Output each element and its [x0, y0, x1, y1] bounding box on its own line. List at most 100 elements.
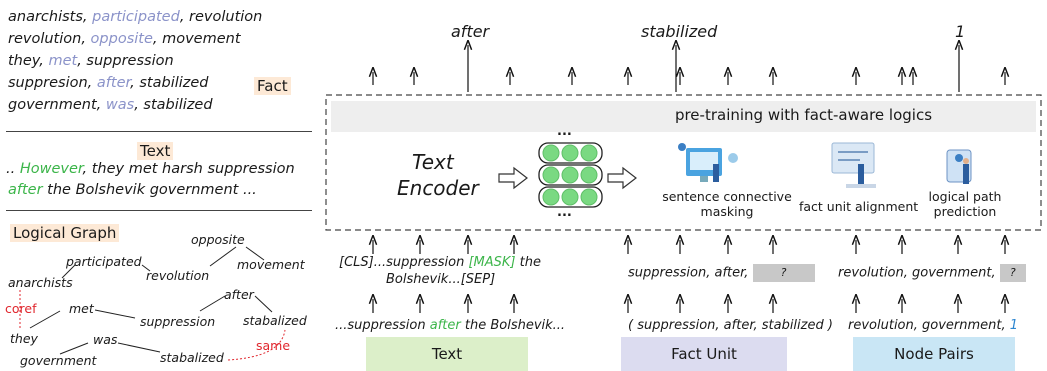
path-pin: [955, 154, 963, 162]
task-logical-path: logical path prediction: [920, 189, 1010, 219]
edge-opposite-movement: [245, 246, 265, 261]
node-suppression: suppression: [140, 314, 216, 329]
node-after: after: [224, 287, 254, 302]
node-opposite: opposite: [191, 232, 245, 247]
fact-relation: after: [96, 75, 131, 91]
node-they: they: [10, 331, 38, 346]
fact-argument: , stabilized: [134, 97, 213, 113]
masked-text-b: the: [515, 255, 541, 270]
fact-relation: participated: [92, 9, 180, 25]
embedding-cell: [580, 188, 598, 206]
masking-gear-2: [678, 143, 686, 151]
fact-relation: was: [105, 97, 135, 113]
embedding-cell: [542, 166, 560, 184]
text-title: Text: [137, 142, 174, 160]
output-stabilized: stabilized: [641, 22, 718, 41]
connective-however: However: [19, 161, 83, 177]
node-same: same: [256, 338, 291, 353]
edge-same: [227, 329, 286, 361]
embedding-cell: [542, 188, 560, 206]
edge-anarchists-participated: [61, 264, 76, 279]
input-text-a: ...suppression: [335, 318, 430, 333]
input-text: ...suppression after the Bolshevik...: [335, 318, 565, 333]
masked-fact-text: suppression, after,: [628, 265, 753, 281]
node-coref: coref: [5, 301, 37, 316]
masking-stand: [700, 176, 708, 182]
fact-line: they, met, suppression: [8, 50, 174, 72]
masked-node-pair: revolution, government, ?: [838, 264, 1026, 282]
dots-top: ...: [557, 124, 572, 139]
embedding-cell: [561, 166, 579, 184]
label-text: Text: [366, 337, 528, 371]
node-stabalized-1: stabalized: [243, 313, 307, 328]
node-anarchists: anarchists: [8, 275, 73, 290]
masked-text-a: [CLS]...suppression: [339, 255, 469, 270]
masked-node-text: revolution, government,: [838, 265, 1000, 281]
fact-line: suppresion, after, stabilized: [8, 72, 209, 94]
masked-fact-slot: ?: [752, 264, 815, 282]
fact-relation: met: [48, 53, 78, 69]
edge-they-met: [29, 310, 61, 329]
edge-suppression-after: [199, 295, 226, 312]
connective-after: after: [8, 182, 43, 198]
divider-top: [6, 131, 312, 132]
masked-fact: suppression, after, ?: [628, 264, 815, 282]
task-sentence-connective: sentence connective masking: [647, 189, 807, 219]
embedding-stack: [538, 142, 603, 208]
fact-tag: Fact: [254, 77, 291, 95]
graph-title: Logical Graph: [10, 224, 120, 242]
fact-argument: anarchists,: [8, 9, 93, 25]
alignment-illustration: [831, 142, 876, 188]
masked-node-slot: ?: [999, 264, 1026, 282]
fact-line: revolution, opposite, movement: [8, 28, 241, 50]
fact-line: government, was, stabilized: [8, 94, 213, 116]
fact-argument: , revolution: [179, 9, 263, 25]
node-met: met: [69, 301, 94, 316]
input-node-pair: revolution, government, 1: [848, 318, 1018, 333]
embedding-cells: [542, 144, 598, 206]
masking-illustration: [678, 143, 738, 182]
node-revolution: revolution: [146, 268, 210, 283]
fact-argument: , movement: [152, 31, 241, 47]
pretrain-band: [331, 101, 1036, 132]
node-movement: movement: [237, 257, 305, 272]
masking-gear-1: [728, 153, 738, 163]
task-1-line-2: masking: [700, 204, 754, 219]
node-participated: participated: [66, 254, 142, 269]
input-node-label: 1: [1009, 318, 1019, 333]
input-fact: ( suppression, after, stabilized ): [628, 318, 833, 333]
text-line-2-rest: the Bolshevik government ...: [42, 182, 257, 198]
fact-argument: revolution,: [8, 31, 91, 47]
embedding-cell: [580, 144, 598, 162]
label-node-pairs: Node Pairs: [853, 337, 1015, 371]
task-fact-alignment: fact unit alignment: [799, 199, 919, 214]
arrow-group: [373, 45, 1005, 313]
text-line-1: .. However, they met harsh suppression: [6, 161, 295, 177]
node-was: was: [93, 332, 118, 347]
edge-after-stabalized: [254, 295, 273, 313]
edge-revolution-opposite: [209, 246, 237, 267]
mask-token: [MASK]: [468, 255, 516, 270]
path-person-head: [963, 158, 969, 164]
embedding-cell: [542, 144, 560, 162]
output-one: 1: [955, 22, 966, 41]
embedding-cell: [580, 166, 598, 184]
text-line-2: after the Bolshevik government ...: [8, 182, 257, 198]
fact-argument: they,: [8, 53, 49, 69]
encoder-dashed-box: [325, 94, 1042, 231]
path-prediction-illustration: [946, 149, 972, 184]
encoder-label-1: Text: [412, 150, 454, 174]
input-connective: after: [429, 318, 461, 333]
alignment-base: [846, 184, 876, 188]
masking-person: [713, 164, 719, 182]
input-text-b: the Bolshevik...: [460, 318, 566, 333]
dots-bottom: ...: [557, 205, 572, 220]
alignment-person: [858, 164, 864, 184]
masked-text-line-2: Bolshevik...[SEP]: [386, 272, 496, 287]
arrow-embeddings-to-tasks: [607, 166, 637, 190]
task-3-line-2: prediction: [933, 204, 997, 219]
fact-relation: opposite: [90, 31, 153, 47]
embedding-cell: [561, 144, 579, 162]
input-node-text: revolution, government,: [848, 318, 1010, 333]
